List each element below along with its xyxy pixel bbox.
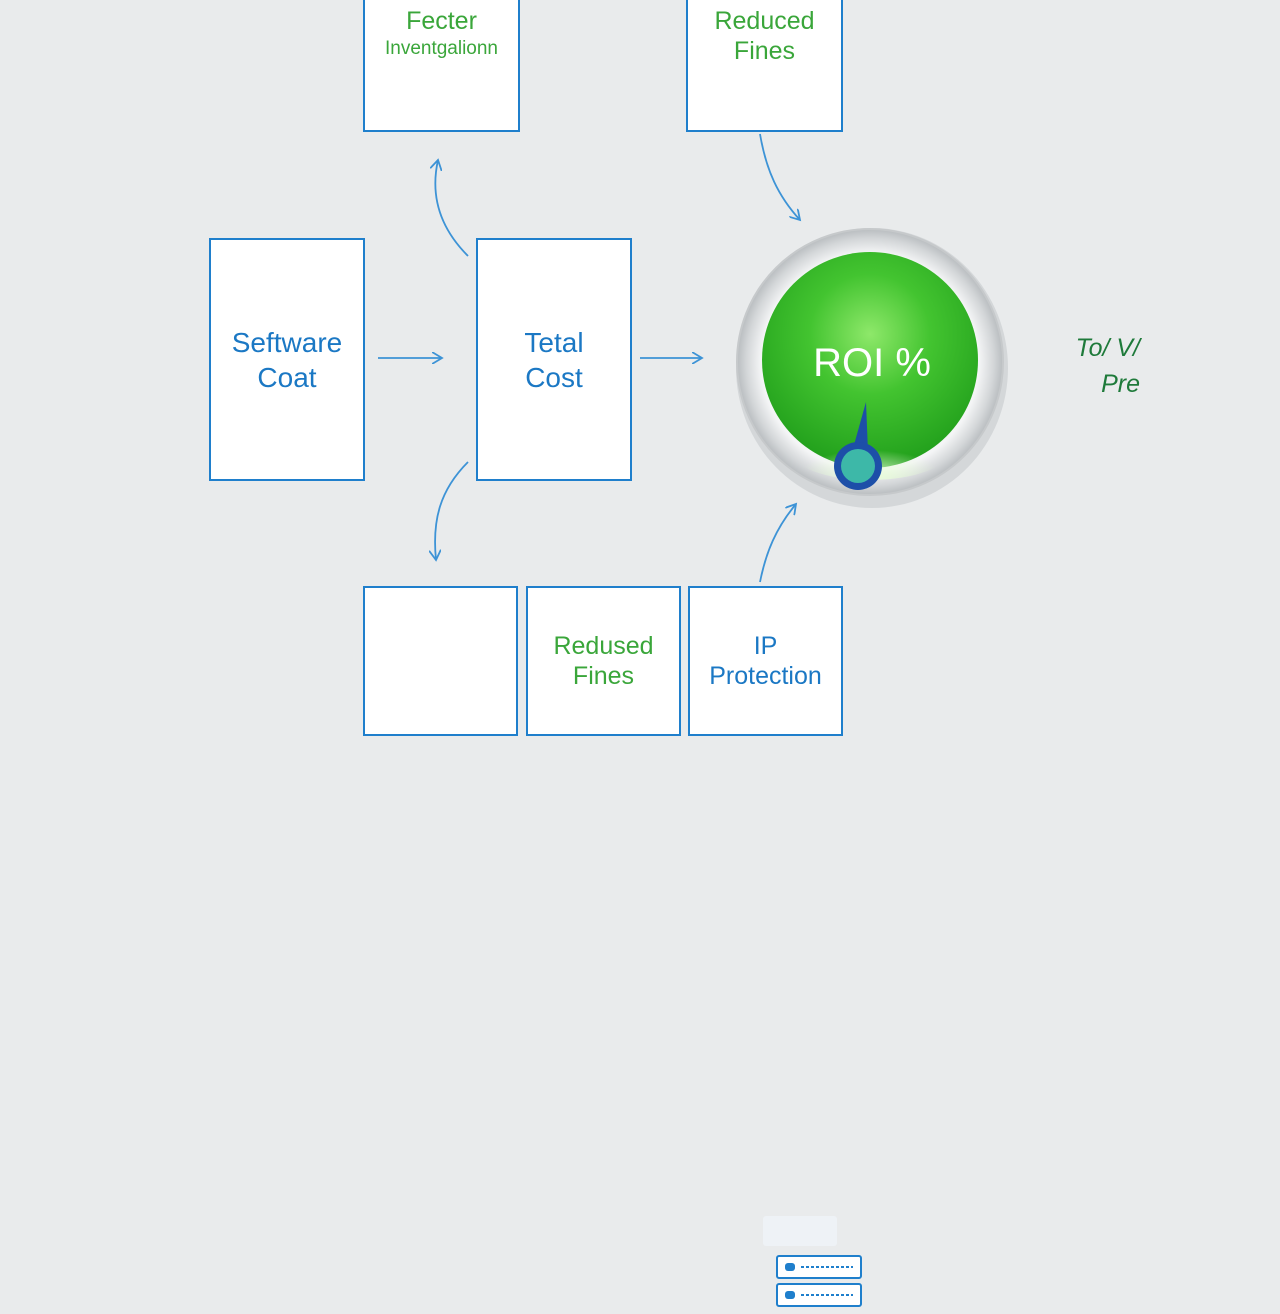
reduced-fines-bottom-line2: Fines [572,662,635,690]
faster-investigation-box: Fecter Inventgalionn [363,0,520,132]
side-note-line2: Pre [1101,370,1140,398]
faster-investigation-line1: Fecter [406,7,477,35]
server-rack-icon [776,1255,862,1307]
connector-arrows [378,133,1280,583]
reduced-fines-top-box: Reduced Fines [686,0,843,132]
side-note: To/ V/ Pre [1030,330,1140,402]
software-cost-line1: Seftware [231,326,343,358]
software-cost-line2: Coat [257,361,317,393]
arrow-total-to-faster [435,160,469,257]
total-cost-line2: Cost [525,361,583,393]
faster-investigation-line2: Inventgalionn [384,38,499,59]
arrow-ip-to-roi [759,504,796,583]
reduced-fines-top-line2: Fines [733,37,796,65]
total-cost-line1: Tetal [524,326,584,358]
arrow-reduced-to-roi [759,133,800,220]
ip-protection-box: IP Protection [688,586,843,736]
reduced-fines-top-line1: Reduced [714,7,815,35]
placeholder-bar [763,1216,837,1246]
arrow-total-to-bottom [435,461,469,560]
reduced-fines-bottom-box: Redused Fines [526,586,681,736]
server-box [363,586,862,1307]
total-cost-box: Tetal Cost [476,238,632,481]
roi-label: ROI % [813,341,931,385]
side-note-line1: To/ V/ [1075,334,1140,362]
software-cost-box: Seftware Coat [209,238,365,481]
reduced-fines-bottom-line1: Redused [553,632,654,660]
ip-protection-line1: IP [753,632,778,660]
ip-protection-line2: Protection [709,662,822,690]
